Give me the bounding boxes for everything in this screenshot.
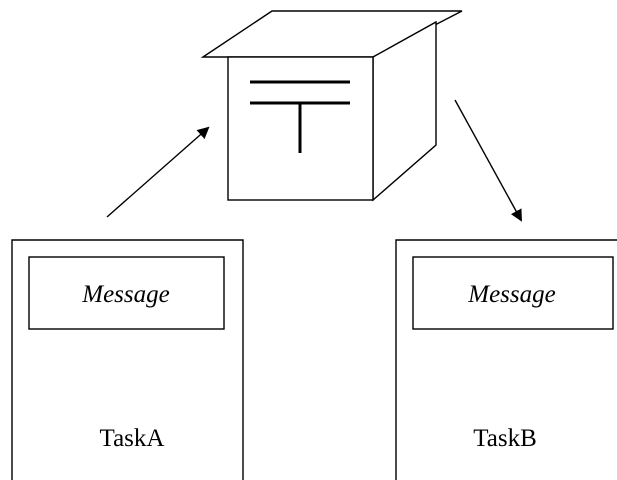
task-b: Message TaskB: [395, 239, 617, 480]
task-b-message-label: Message: [467, 281, 555, 308]
send-arrow: [106, 126, 210, 218]
receive-arrow: [454, 99, 522, 222]
task-a-frame: [11, 239, 244, 480]
task-a: Message TaskA: [11, 239, 244, 480]
task-b-message-box: [412, 256, 614, 330]
task-b-frame: [395, 239, 617, 480]
postal-mark-icon: [250, 80, 350, 153]
task-a-message-label: Message: [81, 281, 169, 308]
task-a-name: TaskA: [100, 425, 165, 452]
task-b-name: TaskB: [473, 425, 537, 452]
task-a-message-box: [28, 256, 225, 330]
mailbox: [200, 10, 463, 202]
